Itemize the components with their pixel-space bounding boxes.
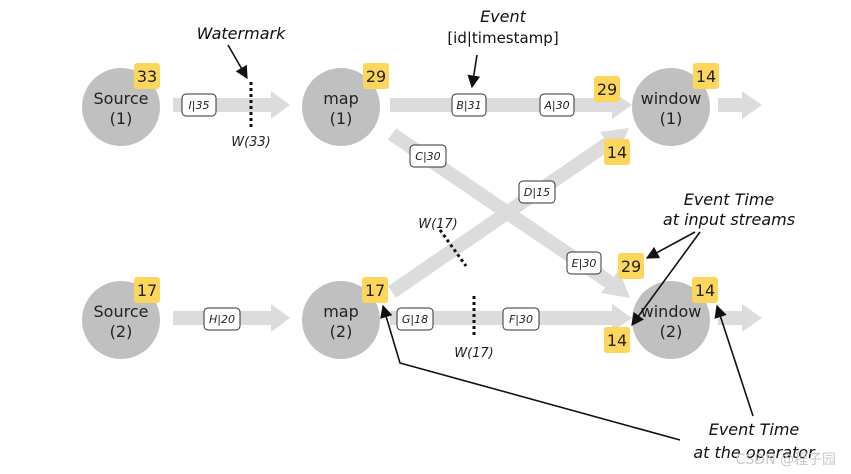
node-window1-name: window xyxy=(641,89,702,108)
stream-map2-window2 xyxy=(390,304,632,332)
node-source2-index: (2) xyxy=(110,322,133,341)
svg-text:D|15: D|15 xyxy=(524,186,550,199)
event-i35: I|35 xyxy=(181,93,217,117)
badge-window2-input-bottom: 14 xyxy=(604,327,630,353)
stream-window1-out xyxy=(718,91,762,119)
svg-text:14: 14 xyxy=(607,143,627,162)
node-map2: map (2) xyxy=(302,281,380,359)
node-window1: window (1) xyxy=(632,68,710,146)
svg-text:A|30: A|30 xyxy=(543,99,569,112)
annotation-event-time-input: Event Time at input streams xyxy=(631,190,795,327)
svg-text:33: 33 xyxy=(137,67,157,86)
node-map1: map (1) xyxy=(302,68,380,146)
event-c30: C|30 xyxy=(409,144,447,168)
badge-window1-operator: 14 xyxy=(693,63,719,89)
event-f30: F|30 xyxy=(502,307,540,331)
node-map2-name: map xyxy=(323,302,359,321)
node-window2: window (2) xyxy=(632,281,710,359)
svg-text:14: 14 xyxy=(607,331,627,350)
node-source1-name: Source xyxy=(94,89,149,108)
node-map1-index: (1) xyxy=(330,109,353,128)
node-window1-index: (1) xyxy=(660,109,683,128)
svg-text:Event Time: Event Time xyxy=(684,190,775,209)
svg-text:[id|timestamp]: [id|timestamp] xyxy=(447,29,558,47)
svg-text:Watermark: Watermark xyxy=(197,24,286,43)
node-map2-index: (2) xyxy=(330,322,353,341)
svg-text:G|18: G|18 xyxy=(402,313,428,326)
svg-text:14: 14 xyxy=(696,67,716,86)
svg-text:W(33): W(33) xyxy=(231,135,271,150)
node-map1-name: map xyxy=(323,89,359,108)
svg-text:W(17): W(17) xyxy=(418,217,458,232)
badge-window2-input-top: 29 xyxy=(618,253,644,279)
svg-text:W(17): W(17) xyxy=(454,346,494,361)
svg-text:at input streams: at input streams xyxy=(663,210,795,229)
svg-text:14: 14 xyxy=(695,281,715,300)
svg-text:at the operator: at the operator xyxy=(693,443,816,462)
svg-text:29: 29 xyxy=(597,80,617,99)
svg-text:29: 29 xyxy=(366,67,386,86)
badge-window2-operator: 14 xyxy=(692,277,718,303)
badge-window1-input-top: 29 xyxy=(594,76,620,102)
svg-text:E|30: E|30 xyxy=(572,257,597,270)
badge-window1-input-cross: 14 xyxy=(604,139,630,165)
badge-map2: 17 xyxy=(362,277,388,303)
svg-text:C|30: C|30 xyxy=(415,150,440,163)
node-window2-name: window xyxy=(641,302,702,321)
event-a30: A|30 xyxy=(539,93,575,117)
watermark-marker-w33: W(33) xyxy=(231,82,271,150)
event-e30: E|30 xyxy=(566,251,602,275)
svg-text:17: 17 xyxy=(137,281,157,300)
svg-text:29: 29 xyxy=(621,257,641,276)
node-source2-name: Source xyxy=(94,302,149,321)
event-b31: B|31 xyxy=(451,93,487,117)
event-h20: H|20 xyxy=(203,307,241,331)
event-g18: G|18 xyxy=(396,307,434,331)
svg-text:Event: Event xyxy=(480,7,527,26)
watermark-marker-w17-diagonal: W(17) xyxy=(418,217,468,267)
svg-text:B|31: B|31 xyxy=(456,99,481,112)
badge-source1: 33 xyxy=(134,63,160,89)
svg-text:F|30: F|30 xyxy=(509,313,533,326)
annotation-event-time-operator: Event Time at the operator xyxy=(380,304,816,462)
svg-text:Event Time: Event Time xyxy=(709,420,800,439)
svg-text:17: 17 xyxy=(365,281,385,300)
event-d15: D|15 xyxy=(518,180,556,204)
annotation-watermark: Watermark xyxy=(197,24,286,80)
node-source1-index: (1) xyxy=(110,109,133,128)
svg-text:H|20: H|20 xyxy=(209,313,235,326)
watermark-marker-w17-bottom: W(17) xyxy=(454,296,494,361)
node-window2-index: (2) xyxy=(660,322,683,341)
csdn-watermark: CSDN @程子园 xyxy=(736,452,836,468)
badge-source2: 17 xyxy=(134,277,160,303)
svg-text:I|35: I|35 xyxy=(189,99,210,112)
badge-map1: 29 xyxy=(363,63,389,89)
annotation-event: Event [id|timestamp] xyxy=(447,7,559,89)
